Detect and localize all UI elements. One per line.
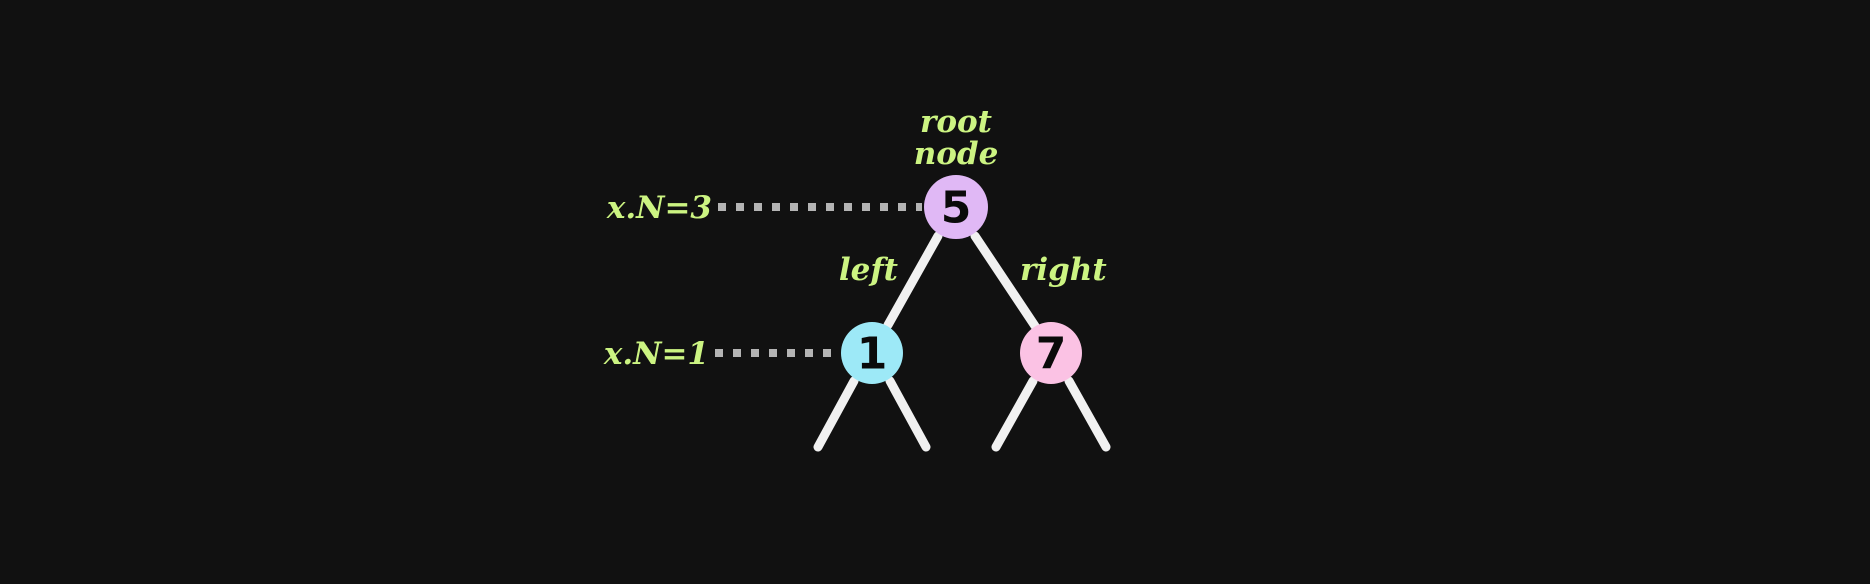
- edge-left-child-left-stub: [813, 376, 859, 452]
- annotation-root-node-line1: root: [920, 104, 993, 140]
- annotation-root-node-line2: node: [914, 136, 999, 172]
- edge-root-left: [883, 231, 943, 330]
- edge-right-child-right-stub: [1064, 376, 1111, 452]
- annotation-edge-left: left: [839, 252, 899, 288]
- annotation-edge-right: right: [1020, 252, 1107, 288]
- tree-node-left-value: 1: [857, 329, 888, 380]
- tree-node-left-circle[interactable]: [841, 322, 903, 384]
- annotation-size-left: x.N=1: [603, 336, 709, 372]
- annotation-size-root: x.N=3: [606, 190, 712, 226]
- tree-node-root-circle[interactable]: [924, 175, 988, 239]
- tree-node-right-value: 7: [1036, 329, 1067, 380]
- edge-left-child-right-stub: [885, 376, 931, 452]
- edge-root-right: [970, 231, 1040, 331]
- tree-node-right-circle[interactable]: [1020, 322, 1082, 384]
- edge-right-child-left-stub: [991, 376, 1038, 452]
- tree-node-root-value: 5: [941, 183, 972, 234]
